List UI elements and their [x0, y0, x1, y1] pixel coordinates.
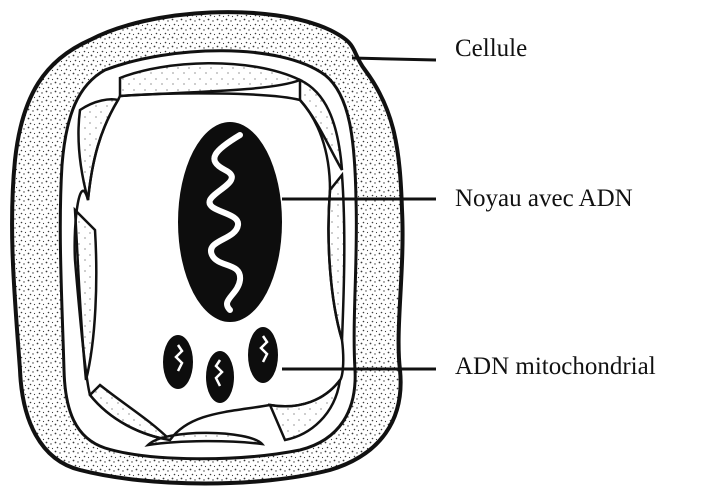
- label-nucleus: Noyau avec ADN: [455, 186, 633, 211]
- nucleus: [178, 122, 282, 322]
- mitochondrion-1: [163, 335, 193, 389]
- leader-line-cell: [352, 58, 436, 60]
- label-mitochondrial-dna: ADN mitochondrial: [455, 354, 656, 379]
- mitochondrion-2: [206, 351, 234, 403]
- mitochondrion-3: [248, 327, 278, 383]
- label-cell: Cellule: [455, 36, 527, 61]
